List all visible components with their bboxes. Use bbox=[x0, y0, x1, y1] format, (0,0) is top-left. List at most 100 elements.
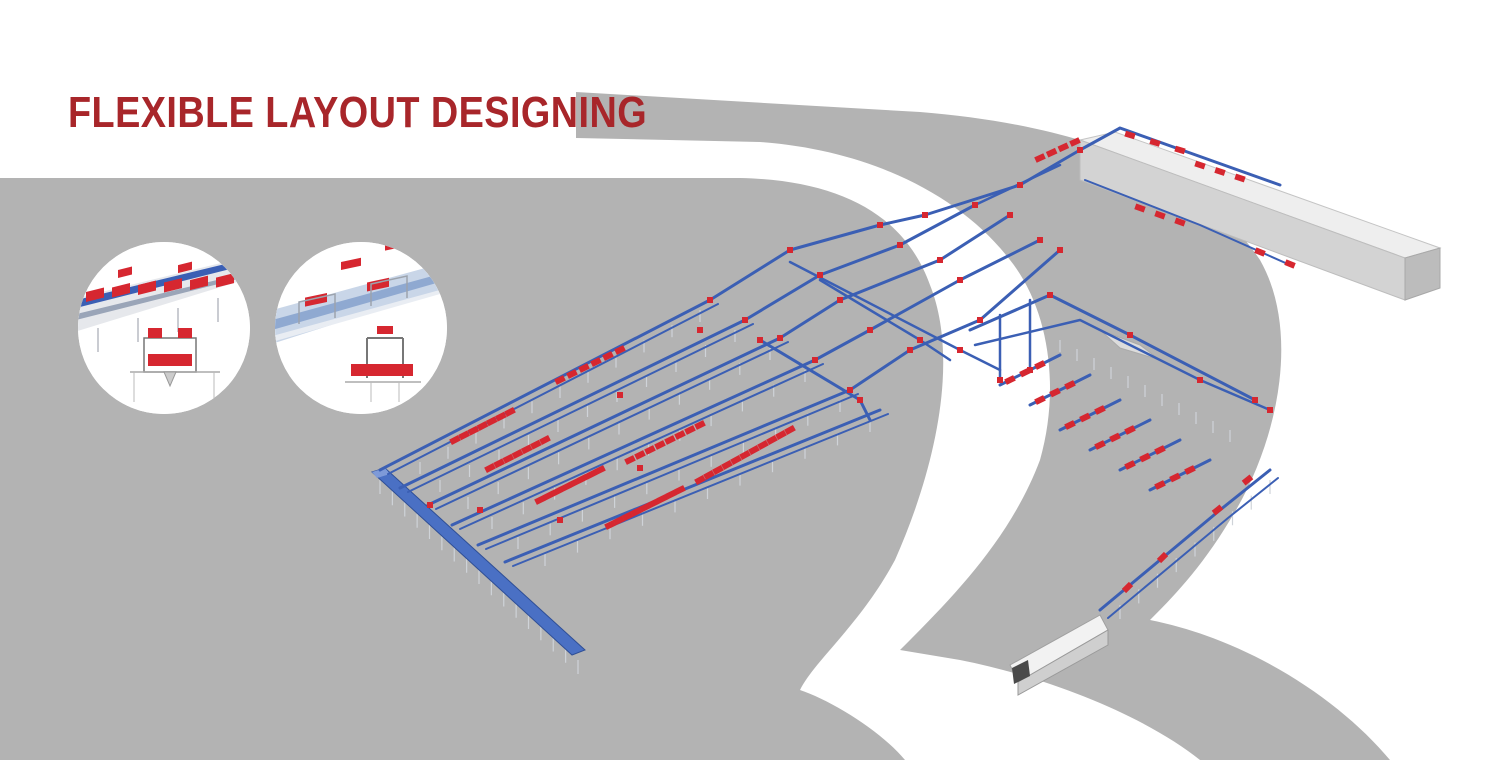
crate-row bbox=[656, 493, 669, 504]
crate-row bbox=[1194, 160, 1206, 170]
crate-row bbox=[502, 453, 515, 464]
crate-row bbox=[694, 474, 706, 486]
crate-row bbox=[1124, 130, 1136, 140]
crate-row bbox=[703, 469, 715, 481]
junction-marker bbox=[787, 247, 793, 253]
crate-row bbox=[1069, 137, 1081, 147]
crate-row bbox=[495, 411, 507, 422]
carrier-closeup-icon bbox=[275, 242, 447, 414]
crate-row bbox=[590, 357, 602, 367]
crate-row bbox=[1034, 395, 1046, 405]
crate-row bbox=[630, 506, 643, 517]
crate-row bbox=[730, 454, 742, 466]
junction-marker bbox=[637, 465, 643, 471]
crate-row bbox=[1124, 425, 1136, 435]
junction-marker bbox=[922, 212, 928, 218]
crate-row bbox=[694, 420, 706, 430]
cross-link bbox=[848, 248, 1062, 392]
crate-row bbox=[647, 498, 660, 509]
crate-row bbox=[1045, 147, 1058, 158]
junction-markers bbox=[427, 147, 1273, 523]
sortation-lane bbox=[398, 318, 747, 490]
crate-row bbox=[1139, 452, 1151, 463]
crate-row bbox=[1174, 217, 1186, 227]
tunnel-unit bbox=[1009, 614, 1109, 696]
crate-row bbox=[634, 450, 646, 460]
crate-row bbox=[504, 407, 516, 417]
sortation-lane bbox=[378, 298, 712, 472]
junction-marker bbox=[867, 327, 873, 333]
sortation-lane bbox=[503, 408, 882, 564]
crate-row bbox=[664, 435, 676, 445]
crate-row bbox=[542, 490, 555, 501]
crate-row bbox=[614, 345, 626, 355]
lift-station bbox=[130, 328, 220, 402]
crate-row bbox=[1149, 138, 1161, 147]
sortation-lane bbox=[426, 336, 782, 507]
main-feed-belt-end bbox=[372, 468, 390, 478]
junction-marker bbox=[707, 297, 713, 303]
crate-row bbox=[554, 375, 566, 385]
junction-marker bbox=[742, 317, 748, 323]
junction-marker bbox=[1017, 182, 1023, 188]
crate-row bbox=[1156, 551, 1169, 564]
crate-row bbox=[1284, 259, 1296, 269]
crate-row bbox=[1049, 387, 1061, 398]
junction-marker bbox=[1197, 377, 1203, 383]
sortation-lane-return bbox=[407, 323, 754, 493]
junction-marker bbox=[427, 502, 433, 508]
junction-marker bbox=[957, 347, 963, 353]
junction-marker bbox=[1127, 332, 1133, 338]
crate-row bbox=[1121, 581, 1134, 594]
cell-feed bbox=[973, 318, 1272, 412]
crate-row bbox=[467, 425, 480, 436]
junction-marker bbox=[897, 242, 903, 248]
crate-row bbox=[578, 363, 590, 373]
crate-row bbox=[624, 455, 636, 465]
crate-row bbox=[602, 351, 614, 361]
crate-row bbox=[493, 458, 505, 469]
junction-marker bbox=[697, 327, 703, 333]
junction-marker bbox=[1007, 212, 1013, 218]
crate-row bbox=[1154, 445, 1166, 455]
closeup-trolley-rail bbox=[78, 242, 250, 414]
crate-row bbox=[559, 482, 572, 493]
junction-marker bbox=[1077, 147, 1083, 153]
junction-marker bbox=[1027, 367, 1033, 373]
page-title: FLEXIBLE LAYOUT DESIGNING bbox=[68, 88, 648, 137]
crate-row bbox=[674, 485, 686, 495]
crate-row bbox=[1079, 412, 1091, 423]
sortation-lane-return bbox=[459, 363, 824, 530]
crate-row bbox=[775, 429, 787, 441]
crate-row bbox=[1094, 405, 1106, 415]
junction-marker bbox=[907, 347, 913, 353]
crate-row bbox=[551, 486, 563, 497]
crate-row bbox=[539, 435, 551, 445]
junction-marker bbox=[817, 272, 823, 278]
junction-marker bbox=[617, 392, 623, 398]
crate-row bbox=[476, 421, 489, 431]
crate-row bbox=[485, 416, 498, 427]
sortation-lane bbox=[476, 388, 852, 547]
crate-row bbox=[1174, 145, 1186, 155]
crate-row bbox=[712, 464, 724, 476]
crate-row bbox=[1184, 465, 1196, 475]
crate-row bbox=[684, 425, 696, 435]
junction-marker bbox=[857, 397, 863, 403]
crate-row bbox=[594, 465, 606, 475]
crate-row bbox=[1211, 504, 1224, 516]
crate-markers bbox=[449, 130, 1296, 594]
junction-marker bbox=[997, 377, 1003, 383]
junction-marker bbox=[1267, 407, 1273, 413]
crate-row bbox=[644, 445, 656, 455]
junction-marker bbox=[1057, 247, 1063, 253]
cross-link bbox=[778, 213, 1012, 340]
crate-row bbox=[577, 473, 589, 484]
crate-row bbox=[449, 435, 461, 445]
crate-row bbox=[1034, 153, 1046, 163]
backdrop-ribbon-shape bbox=[576, 92, 1390, 760]
crate-row bbox=[534, 495, 546, 505]
conveyor-closeup-icon bbox=[78, 242, 250, 414]
crate-row bbox=[458, 430, 470, 441]
outfeed-line-return bbox=[1107, 477, 1279, 619]
